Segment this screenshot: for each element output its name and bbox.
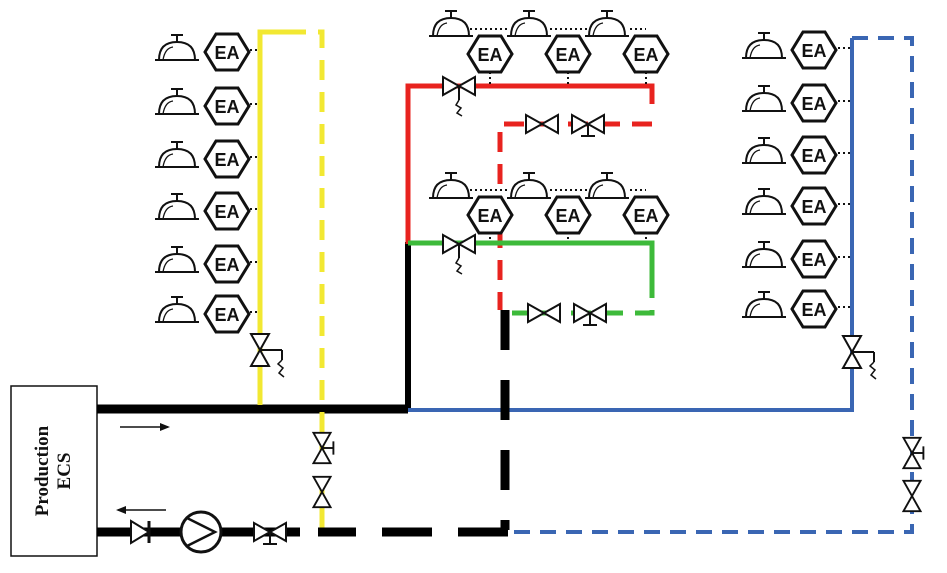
shower-icon (154, 88, 200, 115)
production-label-line2: ECS (54, 452, 75, 490)
ea-hexagon-icon (544, 195, 592, 235)
green-supply-pipe (408, 240, 655, 278)
ea-hexagon-icon (622, 34, 670, 74)
shower-icon (428, 172, 474, 199)
ea-hexagon-icon (203, 191, 251, 231)
balancing-valve-icon (573, 303, 607, 326)
thermostatic-valve-icon (842, 335, 877, 380)
valve-icon (312, 475, 332, 509)
fixture-column-right (741, 30, 850, 329)
thermostatic-valve-icon (442, 76, 476, 117)
pump-icon (179, 510, 223, 554)
shower-icon (741, 137, 787, 164)
ea-hexagon-icon (203, 244, 251, 284)
shower-icon (741, 188, 787, 215)
ea-hexagon-icon (203, 86, 251, 126)
shower-icon (506, 10, 552, 37)
fixture-column-left (154, 32, 258, 334)
shower-icon (584, 10, 630, 37)
balancing-valve-icon (253, 522, 287, 545)
yellow-supply-pipe (257, 29, 286, 405)
shower-icon (428, 10, 474, 37)
valve-icon (525, 114, 559, 134)
balancing-valve-icon (571, 114, 605, 137)
ea-hexagon-icon (790, 239, 838, 279)
red-supply-pipe (405, 83, 655, 244)
balancing-valve-icon (902, 436, 925, 470)
blue-return-pipe (512, 36, 914, 534)
ea-hexagon-icon (203, 32, 251, 72)
thermostatic-valve-icon (250, 333, 285, 378)
production-label-line1: Production (32, 425, 53, 517)
flow-arrow-icon (116, 506, 166, 514)
shower-icon (506, 172, 552, 199)
check-valve-icon (130, 519, 151, 545)
fixture-row-green (428, 172, 670, 241)
valve-icon (527, 303, 561, 323)
ea-hexagon-icon (622, 195, 670, 235)
shower-icon (584, 172, 630, 199)
balancing-valve-icon (312, 431, 335, 465)
ea-hexagon-icon (544, 34, 592, 74)
shower-icon (741, 291, 787, 318)
yellow-return-pipe (286, 29, 325, 534)
ea-hexagon-icon (790, 135, 838, 175)
shower-icon (154, 141, 200, 168)
shower-icon (154, 193, 200, 220)
production-ecs-label: Production ECS (11, 386, 97, 556)
ea-hexagon-icon (790, 83, 838, 123)
shower-icon (741, 85, 787, 112)
ea-hexagon-icon (203, 139, 251, 179)
ea-hexagon-icon (790, 289, 838, 329)
ea-hexagon-icon (466, 34, 514, 74)
ea-hexagon-icon (790, 186, 838, 226)
fixture-row-red (428, 10, 670, 84)
shower-icon (154, 34, 200, 61)
shower-icon (154, 246, 200, 273)
shower-icon (741, 241, 787, 268)
production-ecs-box (10, 385, 98, 557)
ea-hexagon-icon (203, 294, 251, 334)
valve-icon (902, 479, 922, 513)
blue-supply-pipe (408, 38, 854, 412)
flow-arrow-icon (120, 423, 170, 431)
ea-hexagon-icon (790, 30, 838, 70)
shower-icon (154, 296, 200, 323)
ea-hexagon-icon (466, 195, 514, 235)
shower-icon (741, 32, 787, 59)
